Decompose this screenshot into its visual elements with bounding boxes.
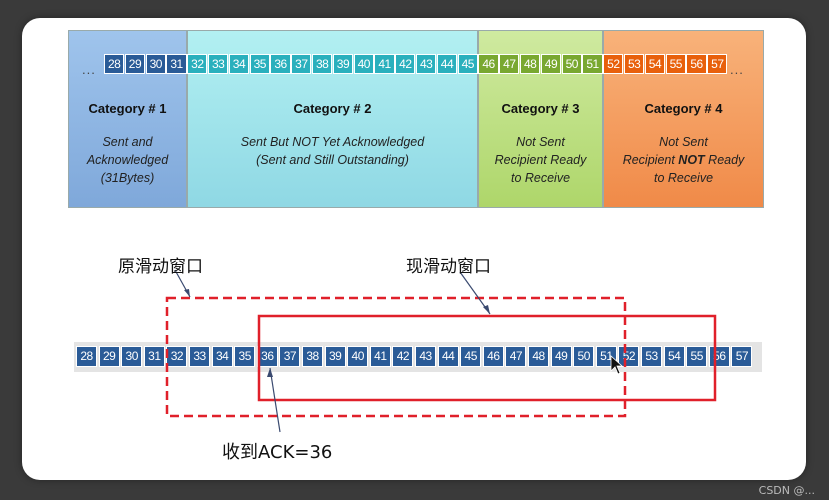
category-4-description: Not Sent Recipient NOT Ready to Receive xyxy=(604,133,763,187)
category-4-desc-line-2-a: Recipient xyxy=(622,153,679,167)
category-4-desc-line-3: to Receive xyxy=(653,171,714,185)
top-byte-cell-51: 51 xyxy=(582,54,603,74)
top-byte-cell-48: 48 xyxy=(520,54,541,74)
bottom-byte-cell-48: 48 xyxy=(528,346,550,367)
ack-pointer-arrow xyxy=(267,368,273,377)
bottom-byte-cell-31: 31 xyxy=(143,346,165,367)
top-byte-cell-44: 44 xyxy=(436,54,458,74)
bottom-byte-cell-30: 30 xyxy=(121,346,143,367)
old-window-dashed-box xyxy=(165,296,627,418)
top-byte-cell-36: 36 xyxy=(270,54,291,74)
top-byte-cell-31: 31 xyxy=(166,54,187,74)
category-4-title: Category # 4 xyxy=(644,101,723,116)
bottom-byte-cell-52: 52 xyxy=(618,346,640,367)
bottom-byte-cell-50: 50 xyxy=(573,346,595,367)
bottom-byte-cell-34: 34 xyxy=(211,346,233,367)
bottom-byte-cell-53: 53 xyxy=(641,346,663,367)
watermark: CSDN @... xyxy=(758,484,815,497)
new-window-label: 现滑动窗口 xyxy=(406,257,491,277)
top-byte-cell-54: 54 xyxy=(644,54,666,74)
top-byte-cell-53: 53 xyxy=(624,54,645,74)
top-byte-cell-33: 33 xyxy=(208,54,229,74)
bottom-byte-cell-41: 41 xyxy=(369,346,391,367)
bottom-byte-cell-49: 49 xyxy=(550,346,572,367)
old-window-label: 原滑动窗口 xyxy=(118,257,203,277)
bottom-byte-cell-39: 39 xyxy=(324,346,346,367)
top-byte-cell-47: 47 xyxy=(499,54,520,74)
bottom-byte-cell-43: 43 xyxy=(415,346,437,367)
top-byte-cell-57: 57 xyxy=(707,54,728,74)
top-byte-cell-52: 52 xyxy=(603,54,624,74)
top-byte-cell-46: 46 xyxy=(478,54,499,74)
category-4-desc-line-2: Recipient NOT Ready xyxy=(604,151,763,169)
category-3-title: Category # 3 xyxy=(501,101,580,116)
ack-label: 收到ACK=36 xyxy=(222,442,333,463)
bottom-byte-cell-40: 40 xyxy=(347,346,369,367)
bottom-byte-cell-45: 45 xyxy=(460,346,482,367)
new-window-solid-box xyxy=(257,314,717,402)
bottom-byte-cell-38: 38 xyxy=(302,346,324,367)
bottom-byte-cell-47: 47 xyxy=(505,346,527,367)
bottom-byte-cell-29: 29 xyxy=(98,346,120,367)
top-byte-cell-41: 41 xyxy=(374,54,395,74)
category-3-column: Category # 3 Not Sent Recipient Ready to… xyxy=(478,30,603,208)
bottom-byte-cell-42: 42 xyxy=(392,346,414,367)
bottom-byte-cell-35: 35 xyxy=(234,346,256,367)
bottom-byte-cell-44: 44 xyxy=(437,346,459,367)
bottom-byte-cell-32: 32 xyxy=(166,346,188,367)
category-4-desc-not: NOT xyxy=(678,153,705,167)
top-byte-cell-34: 34 xyxy=(228,54,250,74)
bottom-byte-cell-54: 54 xyxy=(663,346,685,367)
category-4-desc-line-1: Not Sent xyxy=(659,135,708,149)
bottom-byte-cell-37: 37 xyxy=(279,346,301,367)
trailing-ellipsis-right: ... xyxy=(730,62,744,77)
leading-ellipsis-left: ... xyxy=(82,62,96,77)
top-byte-cell-42: 42 xyxy=(395,54,416,74)
category-1-description: Sent and Acknowledged (31Bytes) xyxy=(86,135,169,185)
top-byte-cell-43: 43 xyxy=(416,54,437,74)
bottom-byte-cell-36: 36 xyxy=(256,346,278,367)
top-byte-cell-28: 28 xyxy=(104,54,125,74)
category-1-title: Category # 1 xyxy=(88,101,167,116)
top-byte-cell-56: 56 xyxy=(686,54,707,74)
top-byte-cell-50: 50 xyxy=(561,54,582,74)
top-byte-cell-55: 55 xyxy=(665,54,686,74)
top-byte-cell-32: 32 xyxy=(187,54,208,74)
mouse-cursor-icon xyxy=(610,355,624,375)
category-4-desc-line-2-c: Ready xyxy=(704,153,745,167)
top-byte-cell-49: 49 xyxy=(540,54,562,74)
category-3-description: Not Sent Recipient Ready to Receive xyxy=(494,135,587,185)
tcp-byte-categories-table: Category # 1 Sent and Acknowledged (31By… xyxy=(68,30,764,208)
new-window-pointer-arrow xyxy=(483,305,490,314)
bottom-byte-cell-46: 46 xyxy=(482,346,504,367)
category-2-description: Sent But NOT Yet Acknowledged (Sent and … xyxy=(240,135,425,167)
bottom-byte-cell-57: 57 xyxy=(731,346,753,367)
top-byte-cell-37: 37 xyxy=(291,54,312,74)
bottom-byte-cell-55: 55 xyxy=(686,346,708,367)
top-byte-cell-35: 35 xyxy=(249,54,270,74)
top-byte-cell-29: 29 xyxy=(124,54,146,74)
top-byte-cell-30: 30 xyxy=(145,54,166,74)
ack-pointer-line xyxy=(269,367,281,433)
bottom-byte-cell-28: 28 xyxy=(76,346,98,367)
top-byte-cell-38: 38 xyxy=(312,54,333,74)
old-window-pointer-arrow xyxy=(184,289,190,297)
top-byte-cell-45: 45 xyxy=(457,54,478,74)
top-byte-cell-39: 39 xyxy=(332,54,354,74)
top-byte-cell-40: 40 xyxy=(353,54,374,74)
bottom-byte-cell-33: 33 xyxy=(189,346,211,367)
category-2-title: Category # 2 xyxy=(293,101,372,116)
